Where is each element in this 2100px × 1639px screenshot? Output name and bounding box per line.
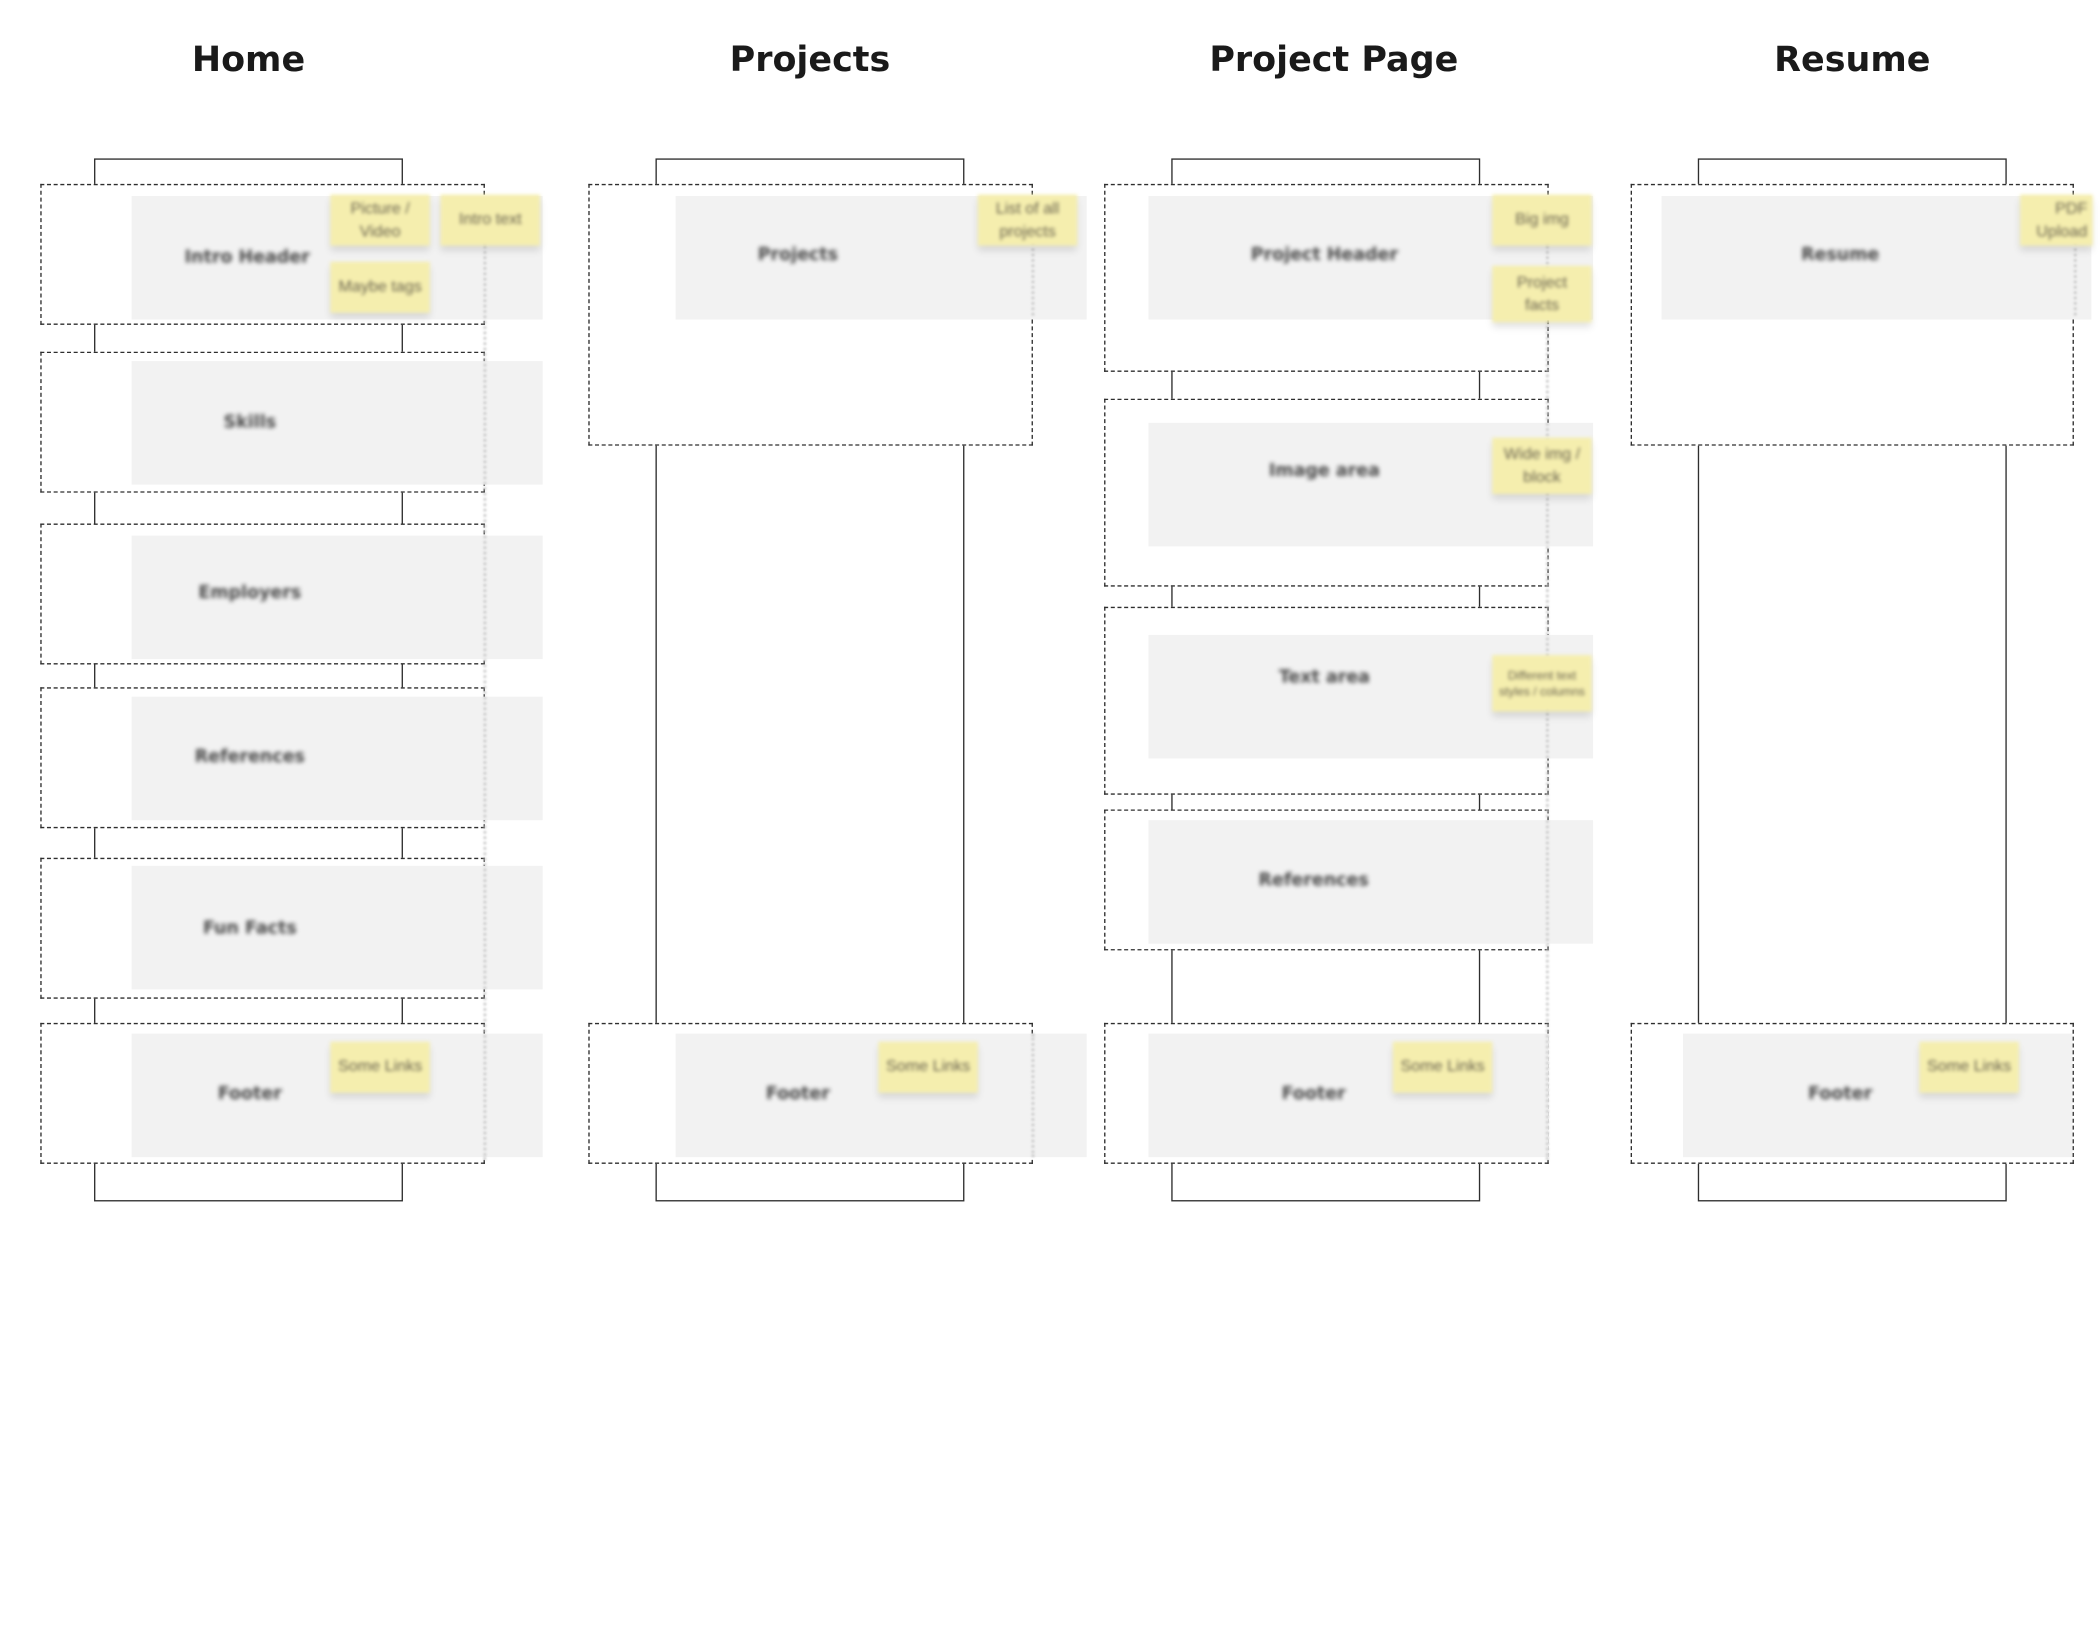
sticky-note-pdf-upload[interactable]: PDF Upload <box>2020 194 2093 246</box>
sticky-note-project-facts[interactable]: Project facts <box>1492 265 1592 323</box>
block-label-footer-home: Footer <box>217 1083 282 1105</box>
block-label-image-area: Image area <box>1268 461 1380 482</box>
block-resume <box>1661 195 2092 320</box>
dotted-connector-projects-footer <box>1031 1033 1035 1158</box>
block-references-project <box>1148 820 1594 944</box>
block-label-project-header: Project Header <box>1250 244 1398 266</box>
block-label-employers: Employers <box>198 583 302 604</box>
block-fun-facts <box>131 865 543 990</box>
block-label-projects: Projects <box>757 244 839 266</box>
block-skills <box>131 361 543 485</box>
block-label-references-project: References <box>1258 870 1369 891</box>
sticky-note-some-links-projects[interactable]: Some Links <box>878 1041 978 1093</box>
block-label-skills: Skills <box>223 412 277 433</box>
sticky-note-wide-img-block[interactable]: Wide img / block <box>1492 437 1592 495</box>
page-frame-projects <box>655 158 965 1202</box>
block-label-references: References <box>194 747 305 768</box>
column-title-projects: Projects <box>729 40 891 81</box>
sticky-note-list-of-all-projects[interactable]: List of all projects <box>977 194 1078 246</box>
block-references <box>131 696 543 821</box>
column-title-resume: Resume <box>1774 40 1931 81</box>
block-label-footer-project-page: Footer <box>1281 1083 1346 1105</box>
dotted-connector-projects-top <box>1031 241 1035 316</box>
sticky-note-some-links-resume[interactable]: Some Links <box>1919 1041 2019 1093</box>
sticky-note-some-links-project-page[interactable]: Some Links <box>1392 1041 1493 1093</box>
column-title-home: Home <box>191 40 306 81</box>
dotted-connector-home <box>483 241 487 1160</box>
sticky-note-maybe-tags[interactable]: Maybe tags <box>330 261 430 313</box>
column-title-project-page: Project Page <box>1209 40 1459 81</box>
sticky-note-some-links-home[interactable]: Some Links <box>330 1041 430 1093</box>
block-label-footer-projects: Footer <box>765 1083 830 1105</box>
block-label-intro-header: Intro Header <box>184 247 310 268</box>
block-label-text-area: Text area <box>1278 667 1370 688</box>
sticky-note-different-text-styles[interactable]: Different text styles / columns <box>1492 655 1592 712</box>
block-label-footer-resume: Footer <box>1808 1083 1873 1105</box>
page-frame-home <box>94 158 403 1202</box>
sticky-note-intro-text[interactable]: Intro text <box>440 194 540 246</box>
block-employers <box>131 535 543 660</box>
dotted-connector-resume <box>2073 241 2077 316</box>
sticky-note-picture-video[interactable]: Picture / Video <box>330 194 430 246</box>
block-label-fun-facts: Fun Facts <box>202 918 297 940</box>
sticky-note-big-img[interactable]: Big img <box>1492 194 1592 246</box>
block-label-resume: Resume <box>1801 244 1880 266</box>
page-frame-resume <box>1697 158 2007 1202</box>
